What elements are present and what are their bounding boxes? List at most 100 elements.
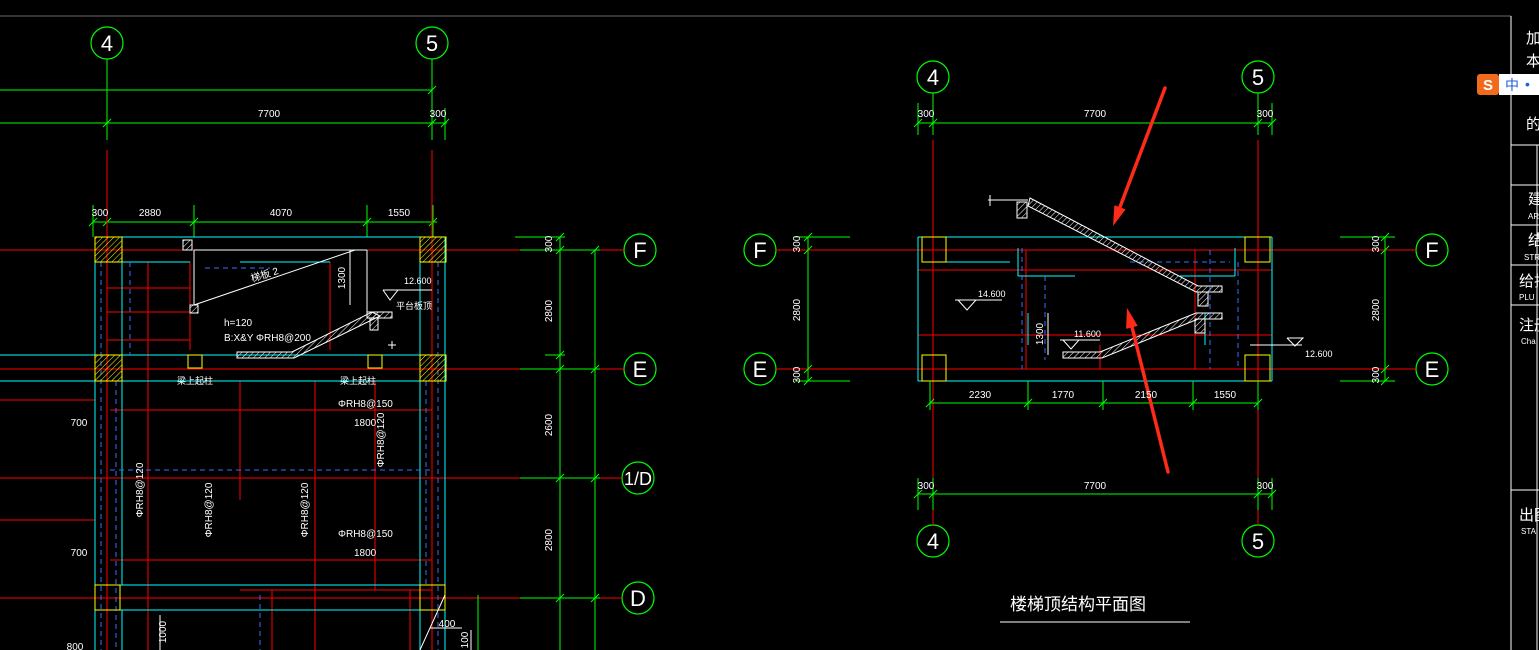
dimension-text: 300: [1257, 109, 1274, 120]
dimension-tick: [189, 217, 199, 227]
dimension-text: 2800: [544, 299, 555, 322]
annotation-arrow-shaft: [1130, 325, 1170, 474]
dimension-text: 300: [792, 235, 803, 252]
dimension-text: 1550: [388, 208, 411, 219]
elevation-symbol: [382, 289, 400, 301]
dimension-text: 300: [792, 366, 803, 383]
dimension-text: 2800: [1371, 298, 1382, 321]
dimension-text: 300: [1371, 235, 1382, 252]
stair-post-hatch: [189, 304, 199, 314]
dimension-text: 300: [92, 208, 109, 219]
dimension-tick: [925, 398, 935, 408]
title-block-row-en: PLU: [1519, 293, 1535, 302]
dimension-text: 300: [430, 109, 447, 120]
dimension-text: 1550: [1214, 390, 1237, 401]
dimension-tick: [555, 350, 565, 360]
left-plan-text: 4 5 F E 1/D D 7700 300 300 2880 4070 155…: [67, 31, 652, 650]
dimension-text: 100: [460, 631, 471, 648]
drawing-title: 楼梯顶结构平面图: [1010, 595, 1146, 614]
title-block-row-cn: 结: [1528, 232, 1539, 249]
dimension-text: 1300: [337, 266, 348, 289]
dimension-tick: [427, 118, 437, 128]
rebar-label-vertical: ΦRH8@120: [204, 482, 215, 537]
ime-mode-panel[interactable]: [1499, 74, 1539, 95]
dimension-text: 7700: [258, 109, 281, 120]
axis-label-4: 4: [101, 31, 113, 56]
slab-thickness: h=120: [224, 318, 253, 329]
slab-rebar: B:X&Y ΦRH8@200: [224, 333, 311, 344]
title-block-row-en: STA: [1521, 527, 1537, 536]
axis-label-5: 5: [426, 31, 438, 56]
column-outline: [921, 354, 947, 382]
rebar-label: ΦRH8@150: [338, 399, 393, 410]
dimension-tick: [590, 473, 600, 483]
dimension-text: 800: [67, 642, 84, 650]
axis-label-D: D: [630, 586, 646, 611]
dimension-text: 1000: [158, 620, 169, 643]
beam-supported-column: [367, 354, 383, 369]
axis-label-E: E: [633, 357, 648, 382]
axis-label-F: F: [1425, 238, 1438, 263]
elevation-symbol: [957, 299, 978, 311]
axis-label-5: 5: [1252, 529, 1264, 554]
dimension-tick: [440, 118, 450, 128]
title-block-note: 的: [1526, 116, 1539, 133]
dimension-tick: [1380, 364, 1390, 374]
title-block-text: 加 本 四 的 建 AR 结 STR 给排 PLU 注册 Cha 出图 STA: [1519, 30, 1539, 536]
ime-logo-badge[interactable]: [1477, 74, 1499, 95]
dimension-text: 700: [71, 548, 88, 559]
stair-landing-hatch: [369, 317, 379, 331]
dimension-text: 2230: [969, 390, 992, 401]
ime-mode-text: 中: [1505, 77, 1519, 93]
column-outline: [1244, 236, 1271, 263]
dimension-text: 2800: [792, 298, 803, 321]
title-block-note: 加: [1526, 30, 1539, 47]
dimension-tick: [1023, 398, 1033, 408]
stair-slab-label: 梯板 2: [249, 264, 280, 285]
axis-label-E: E: [1425, 357, 1440, 382]
ime-indicator[interactable]: S 中 •: [1477, 74, 1539, 95]
rebar-label-vertical: ΦRH8@120: [300, 482, 311, 537]
rebar-label: ΦRH8@150: [338, 529, 393, 540]
dimension-text: 2800: [544, 528, 555, 551]
dimension-tick: [590, 245, 600, 255]
dimension-tick: [1188, 398, 1198, 408]
title-block-row-en: AR: [1528, 212, 1539, 221]
column-outline: [94, 584, 121, 611]
column-outline: [921, 236, 947, 263]
drawing-geometry: [0, 15, 1539, 650]
column-note: 梁上起柱: [177, 375, 213, 386]
dimension-tick: [1253, 398, 1263, 408]
dimension-tick: [102, 118, 112, 128]
axis-label-E: E: [753, 357, 768, 382]
dimension-tick: [555, 593, 565, 603]
title-block-row-cn: 注册: [1519, 317, 1539, 334]
dimension-tick: [362, 217, 372, 227]
dimension-text: 2600: [544, 413, 555, 436]
rebar-label-vertical: ΦRH8@120: [376, 412, 387, 467]
stair-slab-diagonal: [193, 249, 356, 306]
dimension-text: 400: [439, 619, 456, 630]
dimension-tick: [928, 118, 938, 128]
dimension-text: 300: [918, 109, 935, 120]
dimension-text: 300: [544, 235, 555, 252]
stair-flight-hatch: [1027, 197, 1223, 293]
stair-beam-hatch: [1016, 201, 1028, 219]
column-hatched: [94, 354, 123, 382]
dimension-tick: [555, 473, 565, 483]
stair-landing-hatch: [366, 311, 393, 319]
dimension-tick: [555, 364, 565, 374]
axis-label-4: 4: [927, 529, 939, 554]
right-plan-text: 4 5 4 5 F E F E 300 7700 300 300 7700 30…: [753, 65, 1440, 614]
dimension-text: 7700: [1084, 109, 1107, 120]
axis-label-4: 4: [927, 65, 939, 90]
column-hatched: [419, 236, 447, 263]
elevation-text: 12.600: [1305, 349, 1333, 359]
dimension-tick: [590, 364, 600, 374]
dimension-text: 1770: [1052, 390, 1075, 401]
title-block-row-en: STR: [1524, 253, 1539, 262]
annotation-arrow-shaft: [1118, 86, 1167, 209]
title-block-row-cn: 给排: [1519, 273, 1539, 290]
dimension-tick: [1253, 489, 1263, 499]
